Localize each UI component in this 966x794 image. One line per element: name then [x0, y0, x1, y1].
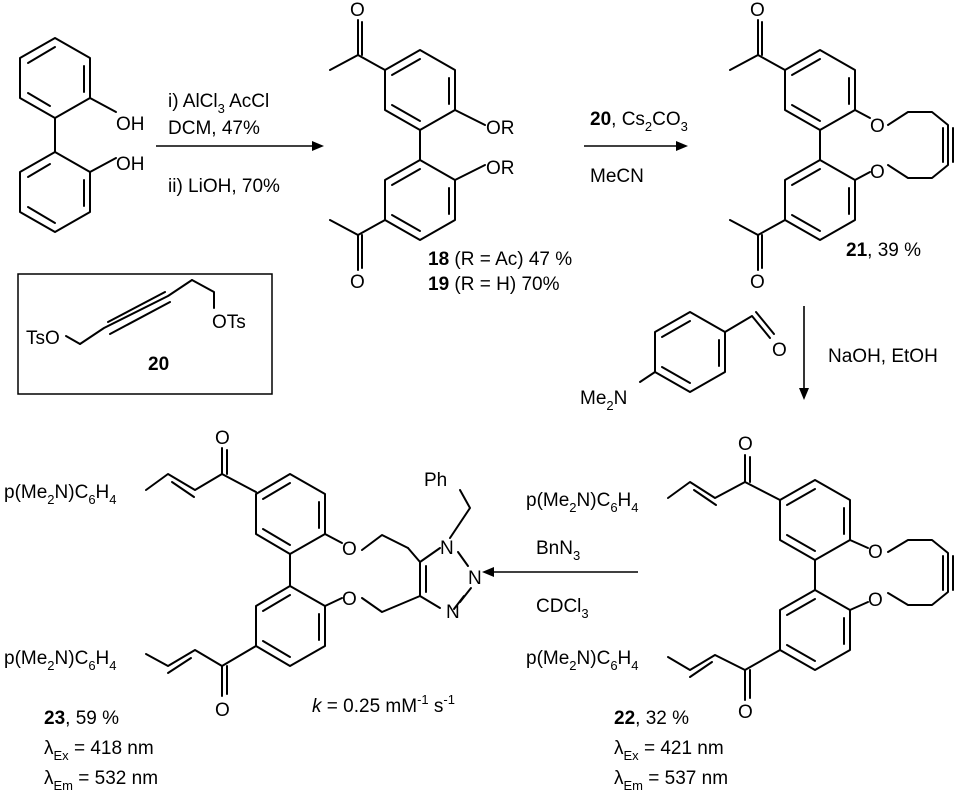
arrow-step-2: 20, Cs2CO3 MeCN	[584, 109, 688, 187]
carbonyl-o-bottom: O	[350, 272, 365, 293]
triazole-n2: N	[468, 568, 482, 589]
ether-o-2-22: O	[868, 590, 883, 611]
ether-o-1-21: O	[870, 116, 885, 137]
ether-o-2-23: O	[342, 589, 357, 610]
carbonyl-o-bottom-21: O	[750, 272, 765, 293]
ether-o-2-21: O	[870, 162, 885, 183]
compound-20-box: OTs TsO 20	[17, 273, 273, 395]
compound-21: O O O O 21, 39 %	[729, 0, 954, 293]
step2-reagent: 20, Cs2CO3	[590, 109, 688, 134]
step1-condition-1: i) AlCl3 AcCl	[168, 91, 269, 116]
label-20: 20	[148, 354, 169, 375]
aryl-substituent-top-22: p(Me2N)C6H4	[526, 490, 639, 515]
arrow-step-1: i) AlCl3 AcCl DCM, 47% ii) LiOH, 70%	[156, 91, 324, 197]
label-22: 22, 32 %	[614, 708, 689, 729]
compound-18-19: O OR OR O 18 (R = Ac) 47 % 19 (R = H) 70…	[329, 0, 572, 295]
aryl-substituent-bottom-23: p(Me2N)C6H4	[4, 648, 117, 673]
aldehyde-o: O	[772, 340, 787, 361]
oh-label-1: OH	[116, 114, 145, 135]
ots-label: OTs	[212, 312, 246, 333]
enone-o-bottom-22: O	[738, 702, 753, 723]
excitation-22: λEx = 421 nm	[614, 738, 724, 763]
ether-o-1-22: O	[868, 542, 883, 563]
or-label-2: OR	[486, 158, 515, 179]
aryl-substituent-top-23: p(Me2N)C6H4	[4, 482, 117, 507]
step1-condition-2: DCM, 47%	[168, 118, 260, 139]
label-19: 19 (R = H) 70%	[428, 274, 560, 295]
step2-solvent: MeCN	[590, 166, 644, 187]
aldehyde-nme2: Me2N	[580, 388, 627, 413]
tso-label: TsO	[26, 328, 60, 349]
starting-biphenol: OH OH	[19, 37, 145, 233]
label-23: 23, 59 %	[44, 708, 119, 729]
emission-22: λEm = 537 nm	[614, 768, 728, 793]
arrow-step-3: NaOH, EtOH O Me2N	[580, 306, 938, 413]
enone-o-top-23: O	[215, 428, 230, 449]
enone-o-bottom-23: O	[215, 700, 230, 721]
rate-constant: k = 0.25 mM-1 s-1	[312, 692, 455, 717]
carbonyl-o-top: O	[350, 0, 365, 21]
excitation-23: λEx = 418 nm	[44, 738, 154, 763]
ether-o-1-23: O	[342, 539, 357, 560]
step4-solvent: CDCl3	[536, 596, 589, 621]
step4-reagent: BnN3	[536, 538, 580, 563]
oh-label-2: OH	[116, 154, 145, 175]
label-18: 18 (R = Ac) 47 %	[428, 249, 572, 270]
phenyl-label: Ph	[424, 470, 447, 491]
compound-22: p(Me2N)C6H4 O O p(Me2N)C6H4 O O 22, 32 %…	[526, 434, 954, 793]
aryl-substituent-bottom-22: p(Me2N)C6H4	[526, 648, 639, 673]
label-21: 21, 39 %	[846, 240, 921, 261]
step3-reagent: NaOH, EtOH	[828, 346, 938, 367]
arrow-step-4: BnN3 CDCl3	[482, 538, 638, 621]
or-label-1: OR	[486, 118, 515, 139]
carbonyl-o-top-21: O	[750, 0, 765, 21]
emission-23: λEm = 532 nm	[44, 768, 158, 793]
triazole-n1: N	[440, 538, 454, 559]
compound-23: p(Me2N)C6H4 O O p(Me2N)C6H4 O O N N N	[4, 428, 482, 793]
enone-o-top-22: O	[738, 434, 753, 455]
step1-condition-3: ii) LiOH, 70%	[168, 176, 280, 197]
